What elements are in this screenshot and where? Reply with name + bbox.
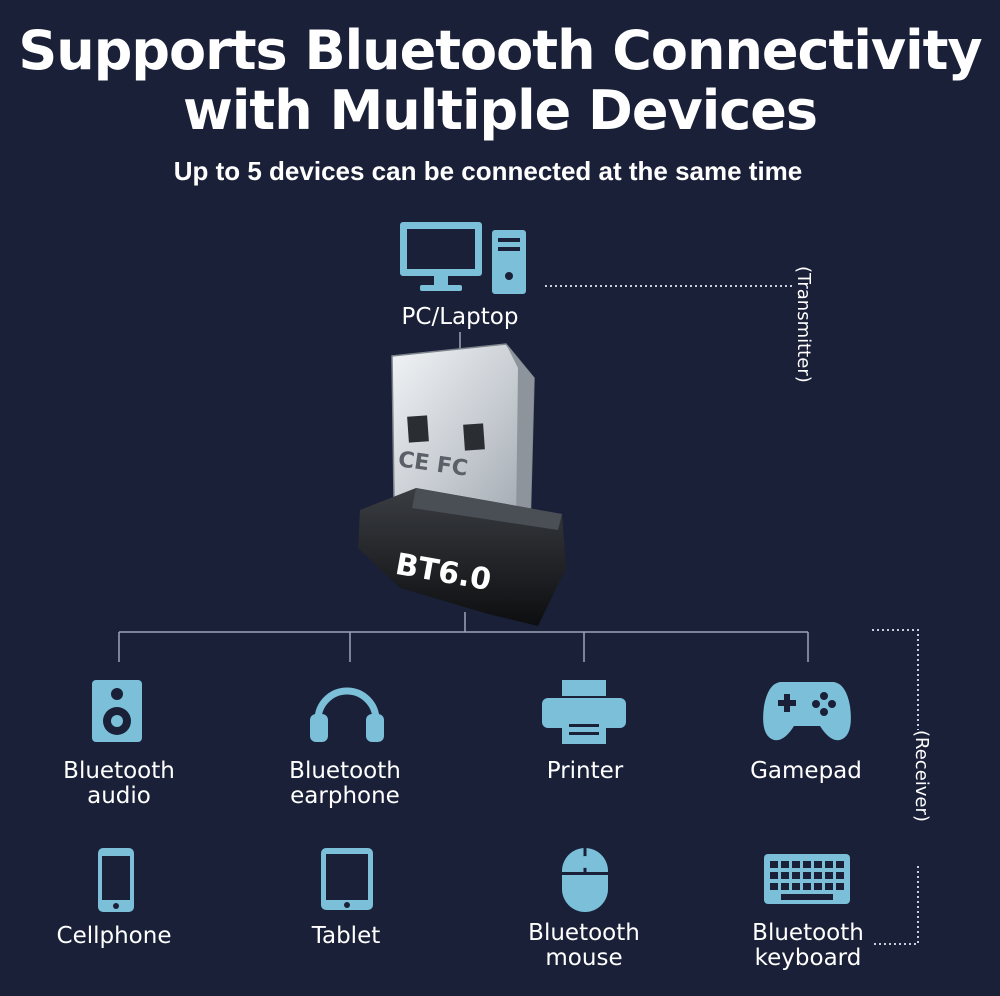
- subtitle: Up to 5 devices can be connected at the …: [173, 156, 803, 186]
- receiver-label: (Receiver): [911, 730, 932, 822]
- tablet-icon: [321, 848, 373, 910]
- device-label: Printer: [546, 758, 624, 784]
- cellphone-icon: [98, 848, 134, 912]
- transmitter-label: (Transmitter): [793, 266, 814, 383]
- printer-icon: [542, 680, 626, 744]
- gamepad-icon: [763, 682, 851, 741]
- speaker-icon: [92, 680, 142, 742]
- mouse-icon: [562, 848, 608, 912]
- device-label: Gamepad: [750, 758, 862, 784]
- headphones-icon: [310, 687, 384, 742]
- pc-icon: [400, 222, 526, 294]
- title-line-1: Supports Bluetooth Connectivity: [18, 19, 982, 82]
- title-line-2: with Multiple Devices: [183, 79, 818, 142]
- keyboard-icon: [764, 854, 850, 904]
- bluetooth-adapter-image: [358, 343, 566, 626]
- device-label: Tablet: [311, 923, 381, 949]
- device-label: Cellphone: [56, 923, 172, 949]
- pc-laptop-label: PC/Laptop: [401, 304, 519, 330]
